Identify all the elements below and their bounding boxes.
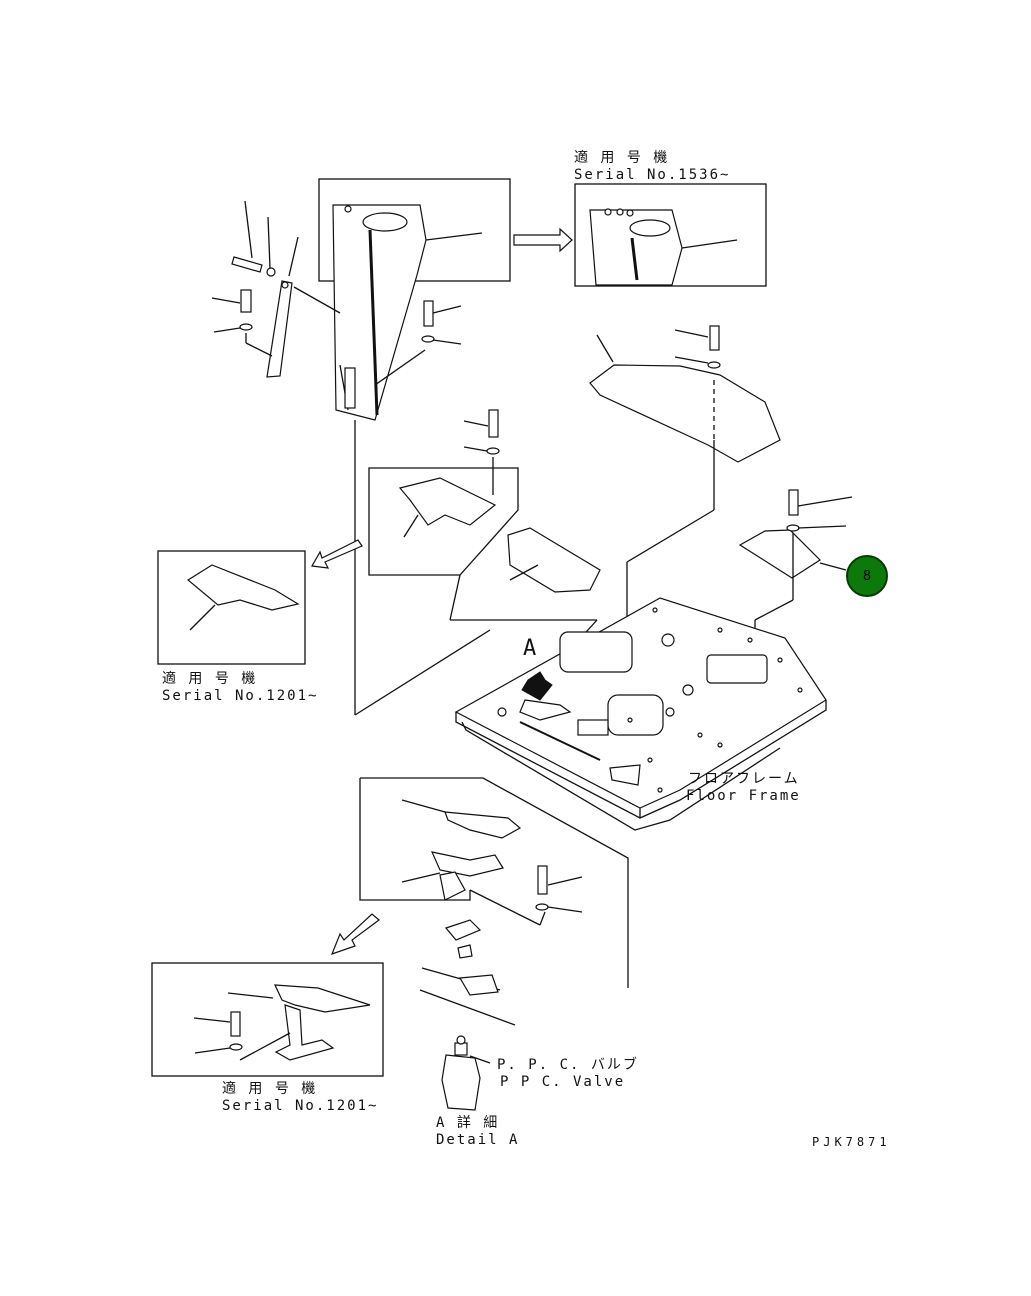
pedal-detail-group: [359, 777, 629, 1026]
arrow-down-left-icon-2: [330, 913, 380, 955]
serial-top-en: Serial No.1536~: [574, 167, 731, 183]
floor-frame: [454, 597, 827, 831]
serial-left-jp: 適 用 号 機: [162, 671, 258, 687]
detail-a-jp: A 詳 細: [436, 1115, 500, 1131]
arrow-right-icon: [513, 227, 573, 253]
ppc-valve-en: P P C. Valve: [500, 1074, 626, 1090]
detail-a-en: Detail A: [436, 1132, 520, 1148]
serial-bottom-jp: 適 用 号 機: [222, 1081, 318, 1097]
serial-bottom-en: Serial No.1201~: [222, 1098, 379, 1114]
pedal-variant-group: [151, 962, 384, 1077]
floor-frame-jp: フロアフレーム: [688, 771, 800, 787]
arrow-down-left-icon: [311, 539, 363, 569]
callout-number: 8: [862, 568, 872, 584]
serial-top-jp: 適 用 号 機: [574, 150, 670, 166]
callout-badge-8[interactable]: 8: [846, 555, 888, 597]
drawing-code: PJK7871: [812, 1135, 891, 1149]
console-cover-variant-group: [574, 183, 767, 287]
cover-variant-left-group: [157, 550, 306, 665]
serial-left-en: Serial No.1201~: [162, 688, 319, 704]
center-cover-group: [368, 409, 601, 706]
console-cover-group: [318, 178, 511, 716]
floor-frame-en: Floor Frame: [686, 788, 801, 804]
view-arrow-label: A: [523, 636, 539, 661]
ppc-valve-group: [441, 1035, 491, 1111]
ppc-valve-jp: P. P. C. バルブ: [497, 1057, 639, 1073]
bracket-and-bolts: [211, 200, 462, 378]
